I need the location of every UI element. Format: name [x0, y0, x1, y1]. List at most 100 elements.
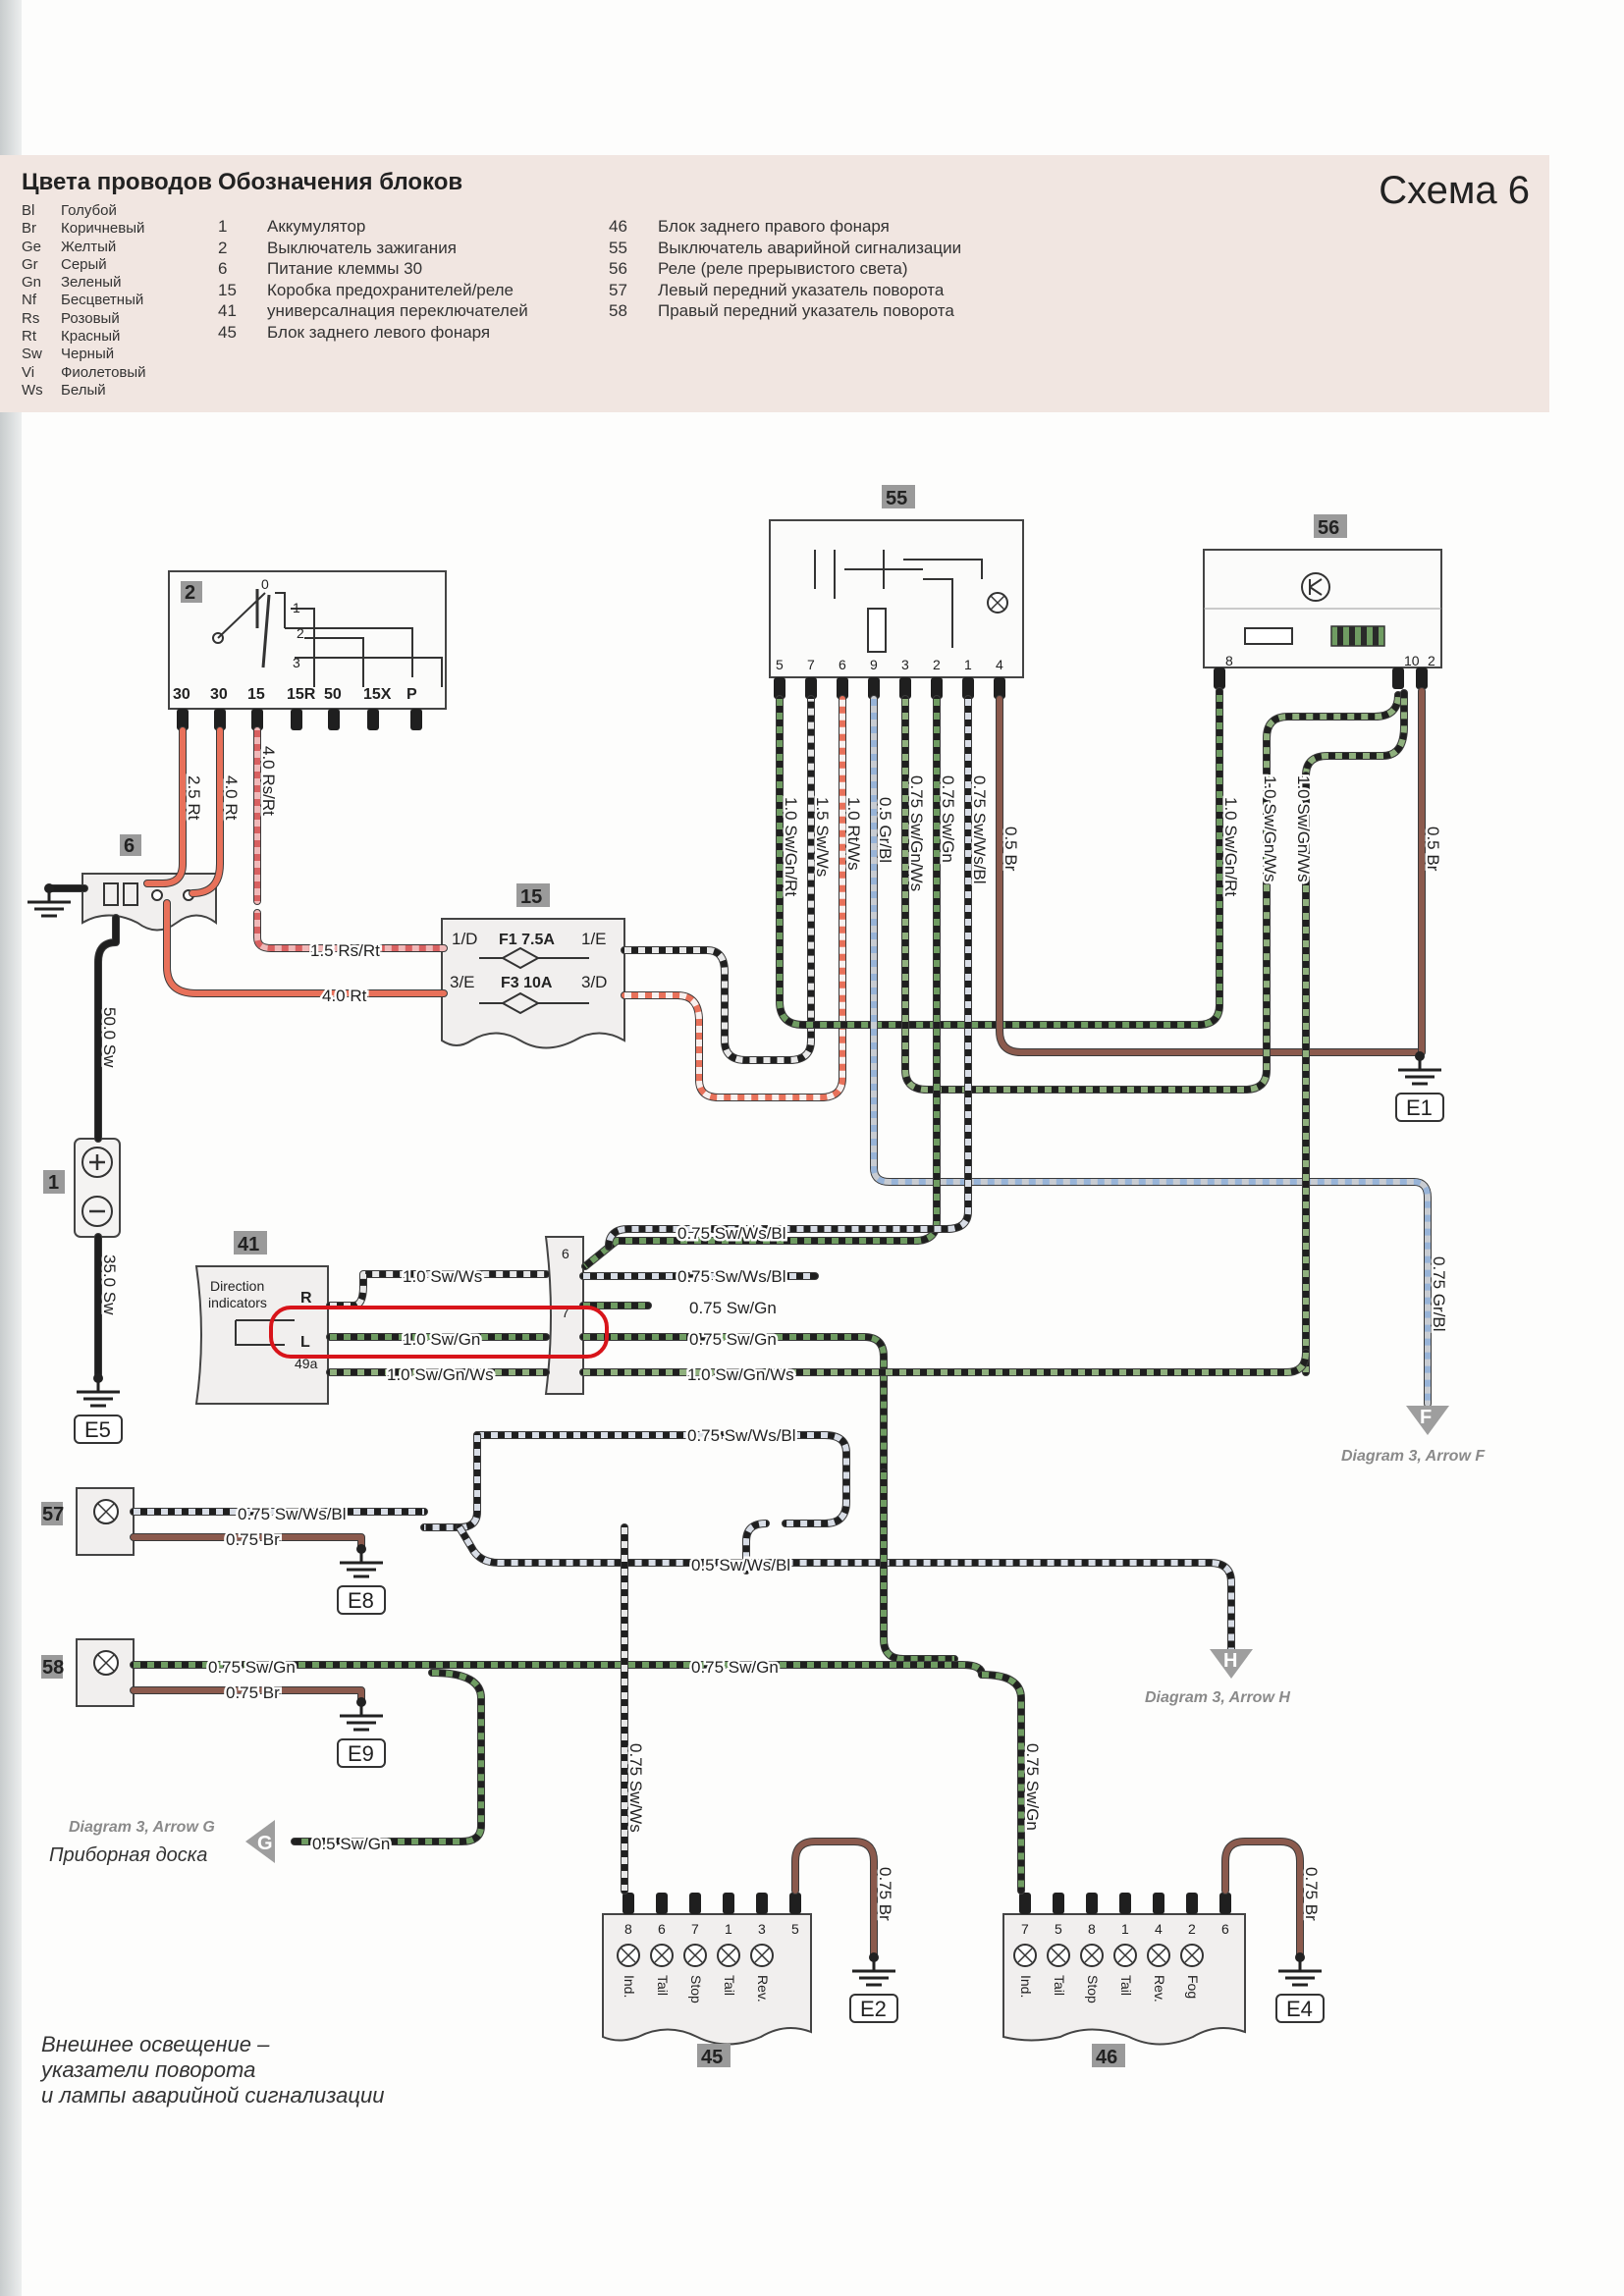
block-57-label: 57 [42, 1504, 64, 1525]
label-r56-2: 0.5 Br [1424, 827, 1442, 872]
ign-pos-3: 3 [293, 655, 300, 670]
relay-pin [1214, 667, 1225, 689]
hazard-pin [868, 677, 880, 699]
ground-e9-label: E9 [348, 1741, 374, 1766]
block-45-label: 45 [701, 2047, 723, 2068]
relay-pin-label: 10 [1404, 653, 1420, 668]
wire-0-75-sw-gn-d [579, 1333, 888, 1476]
label-c7-b: 0.75 Sw/Gn [689, 1330, 777, 1349]
wire-color-name: Красный [61, 328, 121, 346]
block-1-label: 1 [48, 1172, 59, 1194]
wire-sw-gn-ws-relay-b [1302, 689, 1408, 779]
lamp-label: Fog [1185, 1975, 1201, 1999]
front-left-indicator: 57 [41, 1487, 135, 1556]
label-h55-5: 1.0 Sw/Gn/Rt [782, 797, 800, 896]
block-56-label: 56 [1318, 517, 1339, 539]
block-legend-number: 45 [218, 322, 237, 342]
label-57-gnd: 0.75 Br [226, 1530, 280, 1549]
ign-pin [410, 709, 422, 730]
block-legend-name: Питание клеммы 30 [267, 259, 423, 278]
hazard-pin-label: 2 [933, 657, 941, 672]
ref-h-letter: H [1223, 1650, 1237, 1672]
intermediate-connector: 6 7 [544, 1236, 584, 1395]
ign-pin-label: 15X [363, 686, 392, 703]
hazard-pin-label: 4 [996, 657, 1003, 672]
tail-pin [689, 1893, 701, 1914]
block-6-label: 6 [124, 835, 135, 857]
ign-pin [177, 709, 189, 730]
tail-pin [1186, 1893, 1198, 1914]
ign-pin [214, 709, 226, 730]
hazard-pin [774, 677, 785, 699]
hazard-pin-label: 1 [964, 657, 972, 672]
ground-e8-label: E8 [348, 1588, 374, 1613]
wire-0-75-sw-gn-46 [978, 1671, 1025, 1895]
wire-color-name: Желтый [61, 238, 117, 255]
lamp-label: Tail [1118, 1975, 1134, 1996]
label-h55-9: 0.5 Gr/Bl [876, 797, 894, 863]
ign-pin [251, 709, 263, 730]
wire-color-name: Серый [61, 255, 107, 273]
conn-pin-6: 6 [562, 1246, 569, 1261]
tail-pin-label: 5 [791, 1921, 799, 1937]
label-c6-a: 0.75 Sw/Ws/Bl [677, 1224, 786, 1243]
ign-pin-label: 30 [210, 686, 228, 703]
tail-pin [1119, 1893, 1131, 1914]
lamp-label: Ind. [622, 1975, 637, 1998]
lamp-label: Stop [688, 1975, 704, 2003]
legend-header: Цвета проводов Обозначения блоков Схема … [0, 155, 1549, 412]
wire-color-code: Ge [22, 238, 42, 255]
terminal-30-supply: 6 [81, 834, 217, 932]
label-c6-b: 0.75 Sw/Ws/Bl [677, 1267, 786, 1286]
hazard-pin [962, 677, 974, 699]
wire-57-tap [420, 1431, 481, 1531]
battery: 1 [43, 1138, 121, 1238]
ref-g-text: Diagram 3, Arrow G [69, 1819, 215, 1836]
ground-e2: E2 [849, 1952, 898, 2023]
wire-2-5-rt [143, 726, 187, 887]
block-2-label: 2 [185, 582, 195, 604]
label-r56-8: 1.0 Sw/Gn/Rt [1221, 797, 1240, 896]
label-g-wire: 0.5 Sw/Gn [312, 1835, 390, 1853]
fuse-term-3d: 3/D [581, 973, 607, 991]
tail-pin [1053, 1893, 1064, 1914]
label-4-0-rt-h: 4.0 Rt [322, 987, 367, 1005]
label-sw41-r: 1.0 Sw/Ws [403, 1267, 482, 1286]
label-sw41-l: 1.0 Sw/Gn [403, 1330, 480, 1349]
tail-pin [1086, 1893, 1098, 1914]
sw41-pin-49a: 49a [295, 1356, 318, 1371]
hazard-pin-label: 3 [901, 657, 909, 672]
wires [45, 687, 1432, 1961]
wire-sw-gn-down [880, 1468, 958, 1663]
block-legend-name: Выключатель аварийной сигнализации [658, 238, 962, 257]
lamp-label: Tail [655, 1975, 671, 1996]
lamp-label: Ind. [1018, 1975, 1034, 1998]
ref-g-sub: Приборная доска [49, 1844, 207, 1866]
label-58-gnd: 0.75 Br [226, 1683, 280, 1702]
wire-sw-gn-ws-relay [901, 691, 1402, 1094]
block-legend-name: универсалнация переключателей [267, 301, 528, 320]
ref-h-text: Diagram 3, Arrow H [1145, 1689, 1290, 1706]
label-2-5-rt: 2.5 Rt [185, 775, 203, 821]
label-gr-bl: 0.75 Gr/Bl [1430, 1256, 1448, 1332]
label-58-h: 0.75 Sw/Gn [691, 1658, 779, 1677]
label-50-sw: 50.0 Sw [100, 1007, 119, 1068]
block-41-label: 41 [238, 1234, 259, 1255]
ign-pin [291, 709, 302, 730]
tail-pin [1153, 1893, 1164, 1914]
